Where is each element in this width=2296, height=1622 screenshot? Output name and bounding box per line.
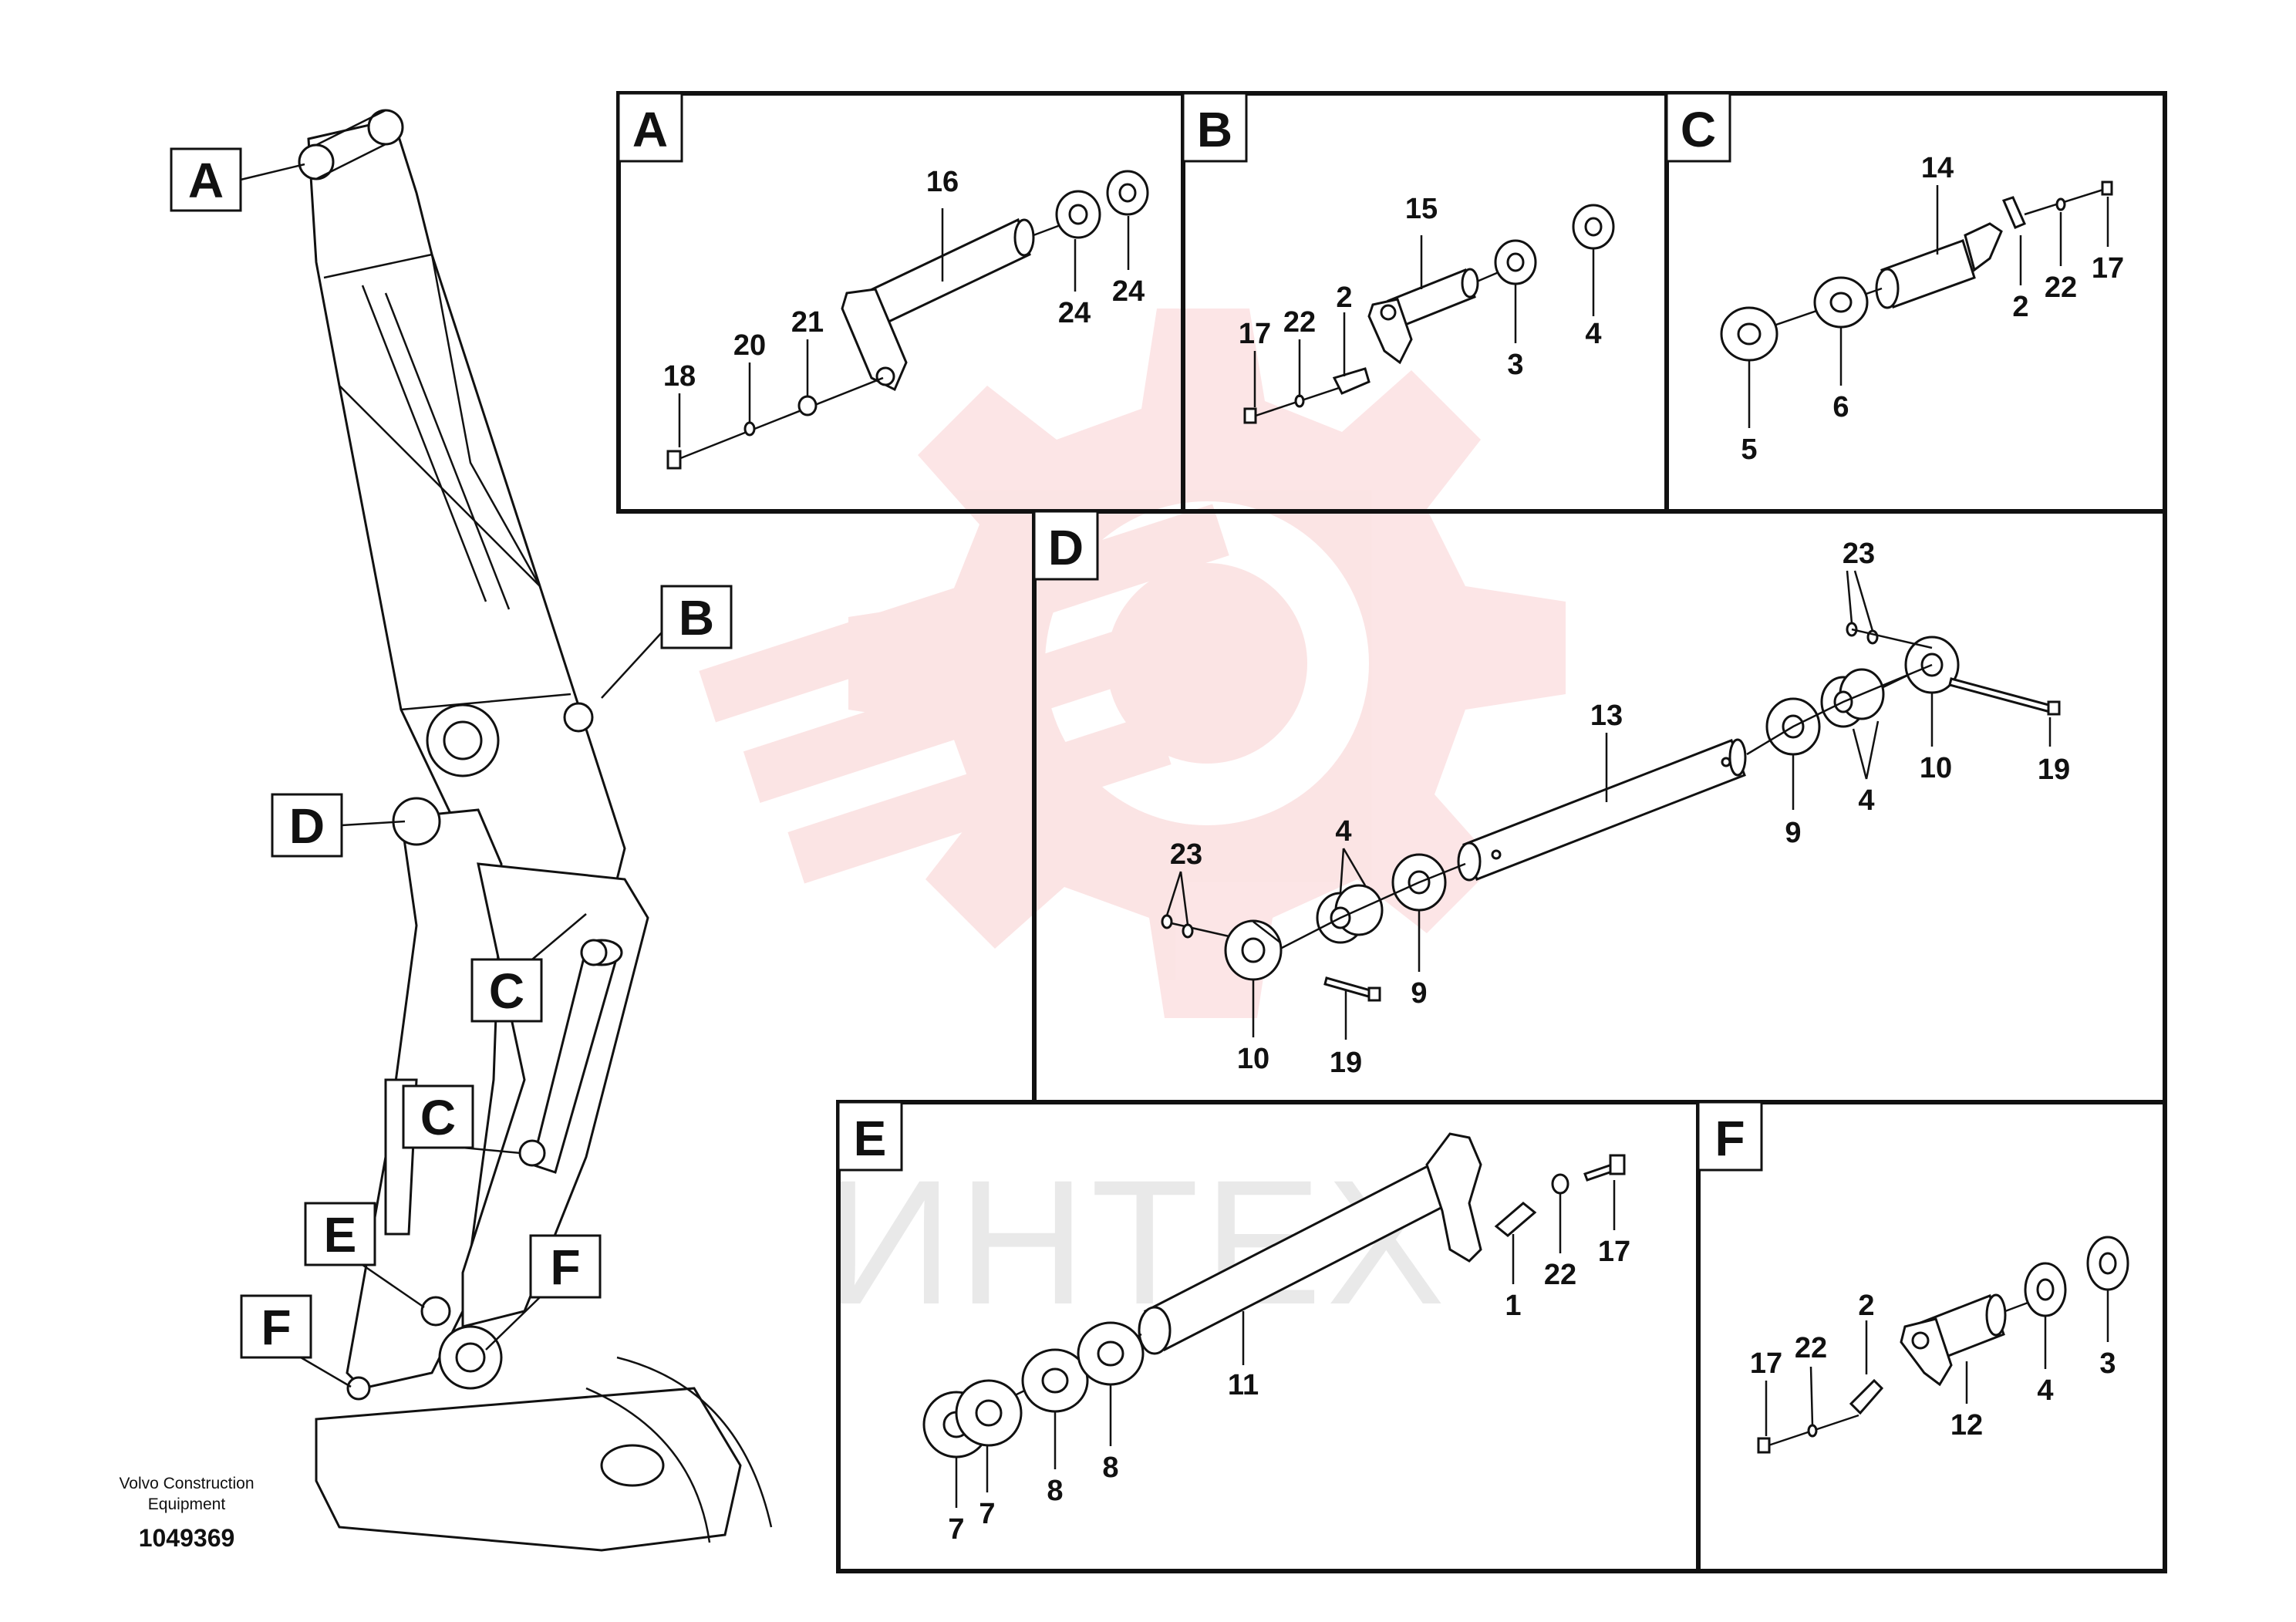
svg-text:1: 1 (1505, 1290, 1521, 1322)
svg-text:14: 14 (1921, 152, 1954, 184)
panel-A: A 16 24 24 18 20 21 (617, 92, 1149, 470)
svg-text:7: 7 (979, 1498, 995, 1530)
svg-text:C: C (420, 1090, 456, 1145)
panel-D: D (1033, 510, 2070, 1079)
panel-frames (616, 91, 2167, 1573)
svg-text:20: 20 (733, 329, 766, 362)
svg-text:E: E (854, 1111, 887, 1166)
callout-D: D (271, 793, 406, 858)
svg-text:17: 17 (1598, 1236, 1630, 1268)
svg-text:15: 15 (1405, 193, 1438, 225)
svg-text:19: 19 (2038, 754, 2070, 786)
svg-text:3: 3 (2099, 1347, 2116, 1380)
callout-A: A (170, 147, 305, 212)
brand-line-2: Equipment (148, 1496, 226, 1513)
svg-text:5: 5 (1741, 433, 1757, 466)
svg-text:4: 4 (1858, 784, 1874, 817)
svg-text:E: E (324, 1207, 357, 1263)
svg-text:3: 3 (1507, 349, 1523, 381)
svg-text:22: 22 (1283, 306, 1316, 339)
svg-text:17: 17 (1750, 1347, 1782, 1380)
svg-text:23: 23 (1170, 838, 1202, 871)
callout-C-lower: C (402, 1084, 521, 1155)
svg-text:17: 17 (1239, 318, 1271, 350)
brand-line-1: Volvo Construction (119, 1475, 254, 1492)
svg-text:16: 16 (926, 166, 959, 198)
svg-text:C: C (489, 963, 524, 1019)
svg-text:A: A (188, 153, 224, 208)
svg-text:B: B (1197, 102, 1232, 157)
callout-B: B (601, 585, 733, 699)
svg-text:22: 22 (2045, 271, 2077, 304)
panel-B: B 15 17 22 2 3 4 (1182, 92, 1615, 424)
svg-text:9: 9 (1785, 817, 1801, 849)
callout-C-upper: C (470, 913, 587, 1023)
document-number: 1049369 (139, 1524, 235, 1552)
svg-text:10: 10 (1237, 1043, 1269, 1075)
svg-text:4: 4 (1335, 815, 1351, 848)
svg-text:24: 24 (1112, 275, 1145, 308)
watermark-logo (699, 309, 1566, 1018)
boom-assembly-drawing (298, 109, 773, 1552)
svg-text:23: 23 (1843, 538, 1875, 570)
svg-text:13: 13 (1590, 700, 1623, 732)
svg-text:8: 8 (1102, 1452, 1118, 1484)
overview-callouts: A B D C C E F (170, 147, 733, 1388)
svg-text:F: F (261, 1300, 291, 1355)
svg-text:D: D (1048, 520, 1084, 575)
svg-text:19: 19 (1330, 1047, 1362, 1079)
svg-text:2: 2 (2012, 291, 2028, 323)
svg-text:18: 18 (663, 360, 696, 393)
svg-text:A: A (632, 102, 668, 157)
callout-E: E (304, 1202, 425, 1309)
panel-F: F 2 22 17 12 4 3 (1697, 1101, 2129, 1454)
svg-text:11: 11 (1228, 1369, 1259, 1401)
svg-text:2: 2 (1858, 1290, 1874, 1322)
svg-text:12: 12 (1950, 1409, 1983, 1442)
svg-text:24: 24 (1058, 297, 1091, 329)
callout-F-right: F (485, 1234, 602, 1351)
svg-text:22: 22 (1544, 1259, 1576, 1291)
svg-text:2: 2 (1336, 282, 1352, 314)
svg-text:8: 8 (1047, 1475, 1063, 1507)
svg-text:C: C (1681, 102, 1716, 157)
callout-F-left: F (240, 1294, 352, 1388)
svg-text:F: F (1714, 1111, 1745, 1166)
svg-text:F: F (550, 1239, 580, 1295)
svg-text:4: 4 (2037, 1374, 2053, 1407)
svg-text:7: 7 (948, 1513, 964, 1546)
svg-text:9: 9 (1411, 977, 1427, 1010)
panel-C: C 14 2 22 17 5 6 (1665, 92, 2124, 466)
svg-text:10: 10 (1920, 752, 1952, 784)
svg-text:D: D (289, 798, 325, 854)
svg-text:B: B (679, 590, 714, 646)
panel-E: E 17 22 1 11 8 8 7 (837, 1101, 1630, 1546)
svg-text:6: 6 (1832, 391, 1849, 423)
svg-text:17: 17 (2092, 252, 2124, 285)
svg-text:4: 4 (1585, 318, 1601, 350)
svg-text:22: 22 (1795, 1332, 1827, 1364)
svg-text:21: 21 (791, 306, 824, 339)
